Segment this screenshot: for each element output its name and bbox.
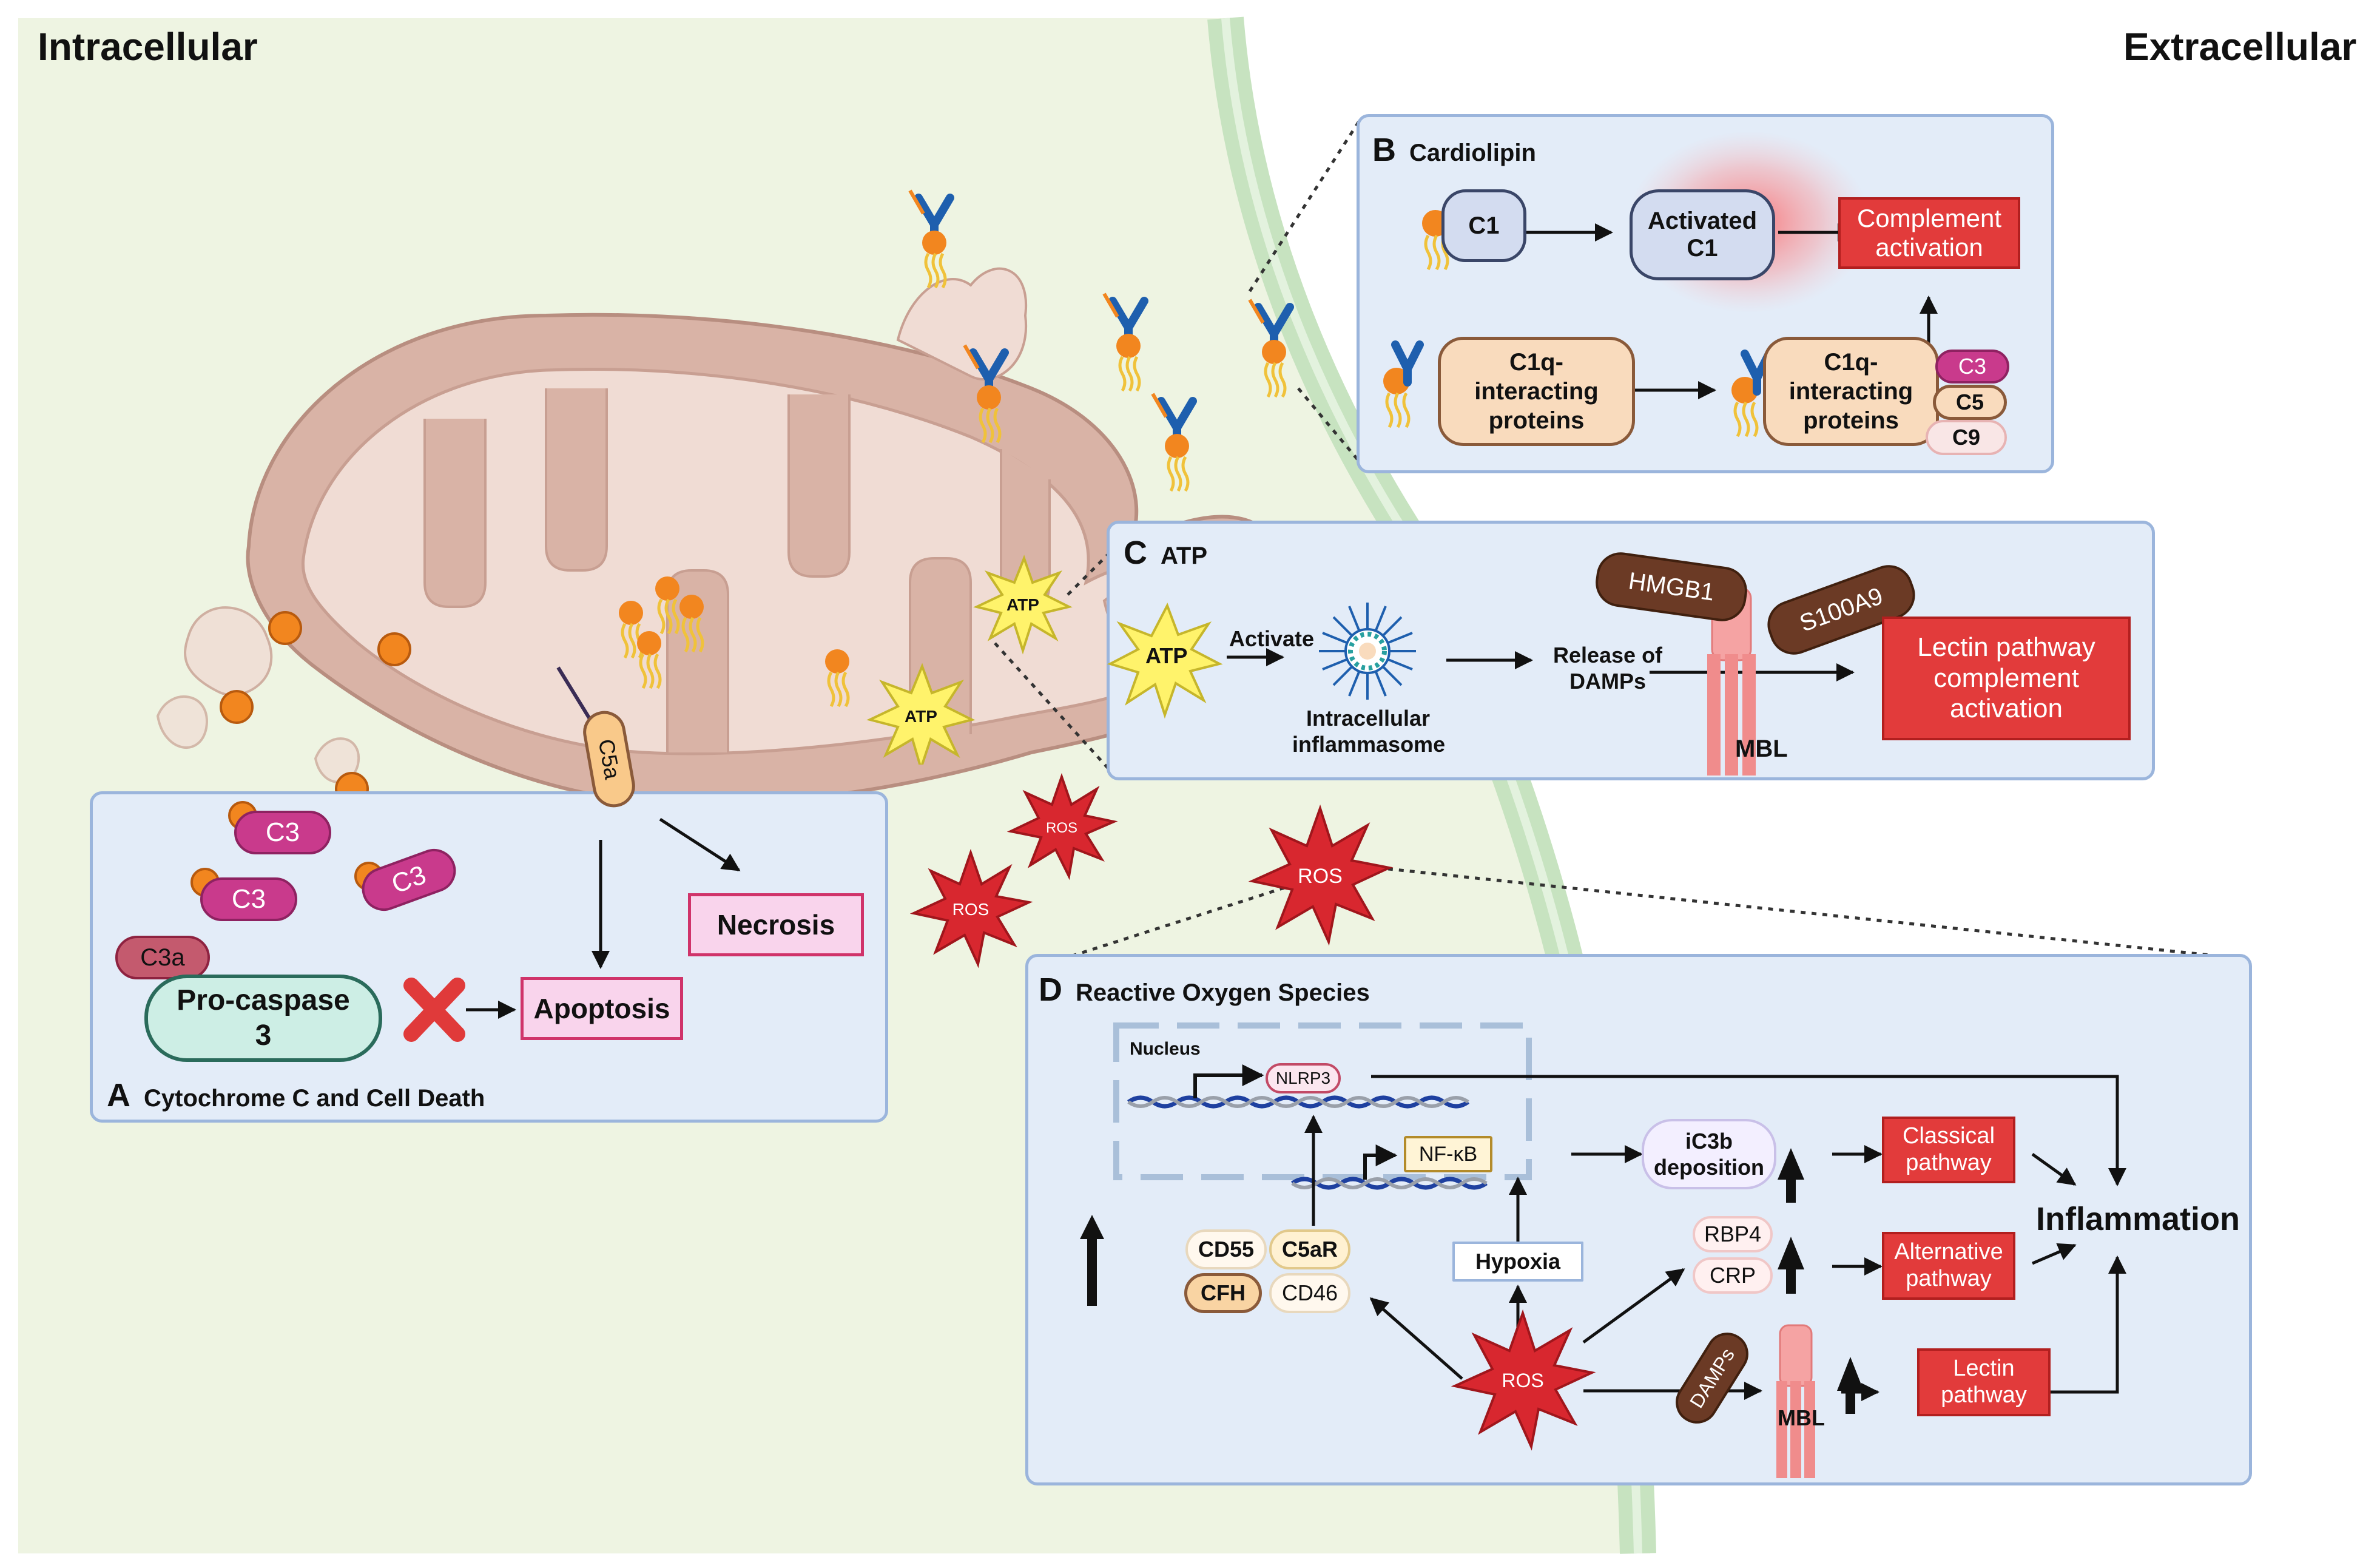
panel-b-title: B Cardiolipin bbox=[1372, 131, 1536, 169]
atp-star-2 bbox=[866, 663, 976, 765]
hypoxia-box: Hypoxia bbox=[1452, 1242, 1583, 1282]
c3-pill-a2: C3 bbox=[200, 877, 297, 921]
panel-c-letter: C bbox=[1124, 535, 1147, 571]
lectin-pathway-box: Lectin pathway bbox=[1917, 1348, 2051, 1416]
c5ar-pill: C5aR bbox=[1269, 1229, 1350, 1269]
necrosis-box: Necrosis bbox=[688, 893, 864, 956]
c1q-interacting-proteins-right: C1q- interacting proteins bbox=[1763, 337, 1939, 446]
nlrp3-pill: NLRP3 bbox=[1266, 1063, 1341, 1093]
ros-label-2: ROS bbox=[952, 900, 989, 919]
up-arrow-icons bbox=[1080, 1148, 1864, 1414]
extracellular-label: Extracellular bbox=[2123, 25, 2357, 69]
panel-a-title-text: Cytochrome C and Cell Death bbox=[144, 1085, 485, 1112]
ros-stars: ROS ROS ROS bbox=[910, 772, 1394, 968]
panel-d-graphics: ROS bbox=[1080, 1022, 2126, 1478]
panel-a-cytochrome-c bbox=[90, 791, 888, 1123]
ros-star-2 bbox=[910, 848, 1033, 968]
panel-c-title: C ATP bbox=[1124, 534, 1207, 572]
mbl-label-d: MBL bbox=[1778, 1405, 1825, 1430]
pro-caspase-3-box: Pro-caspase 3 bbox=[144, 975, 382, 1062]
nucleus-box bbox=[1113, 1022, 1532, 1180]
inflammasome-icon bbox=[1319, 603, 1416, 700]
x-mark-icon bbox=[403, 978, 465, 1042]
apoptosis-box: Apoptosis bbox=[521, 977, 683, 1040]
mitochondrion bbox=[156, 267, 1282, 806]
crp-pill: CRP bbox=[1693, 1257, 1773, 1294]
atp-label-c: ATP bbox=[1145, 643, 1188, 668]
c3a-pill: C3a bbox=[115, 936, 210, 979]
atp-stars-mito: ATP ATP bbox=[866, 555, 1073, 765]
cd55-pill: CD55 bbox=[1185, 1229, 1267, 1269]
c1q-interacting-proteins-left: C1q- interacting proteins bbox=[1438, 337, 1635, 446]
cfh-pill: CFH bbox=[1184, 1273, 1262, 1313]
dna-strand-1 bbox=[1127, 1095, 1470, 1109]
c5-pill-b: C5 bbox=[1933, 385, 2007, 420]
panel-d-letter: D bbox=[1039, 972, 1062, 1008]
panel-b-title-text: Cardiolipin bbox=[1409, 140, 1536, 166]
ros-label-d: ROS bbox=[1502, 1370, 1543, 1391]
c9-pill-b: C9 bbox=[1926, 420, 2007, 455]
panel-a-title: A Cytochrome C and Cell Death bbox=[107, 1076, 485, 1114]
inflammation-label: Inflammation bbox=[2036, 1201, 2240, 1237]
activate-label: Activate bbox=[1229, 626, 1315, 651]
alternative-pathway-box: Alternative pathway bbox=[1882, 1232, 2015, 1300]
panel-c-graphics bbox=[1107, 586, 1855, 776]
panel-b-letter: B bbox=[1372, 132, 1396, 168]
c3-pill-b: C3 bbox=[1935, 350, 2009, 384]
lectin-pathway-activation-box: Lectin pathway complement activation bbox=[1882, 617, 2131, 740]
ic3b-deposition-pill: iC3b deposition bbox=[1642, 1119, 1776, 1189]
nucleus-label: Nucleus bbox=[1130, 1039, 1201, 1059]
panel-a-letter: A bbox=[107, 1077, 130, 1113]
c1-node: C1 bbox=[1441, 189, 1526, 262]
ros-star-1 bbox=[1006, 772, 1118, 880]
classical-pathway-box: Classical pathway bbox=[1882, 1117, 2015, 1183]
nfkb-box: NF-κB bbox=[1404, 1136, 1492, 1172]
dna-strand-2 bbox=[1290, 1177, 1488, 1190]
ros-star-3 bbox=[1248, 804, 1394, 946]
cd46-pill: CD46 bbox=[1269, 1273, 1350, 1313]
panel-d-title: D Reactive Oxygen Species bbox=[1039, 971, 1370, 1009]
mbl-label-c: MBL bbox=[1735, 735, 1788, 762]
atp-label-1: ATP bbox=[1006, 595, 1039, 614]
activated-c1-node: Activated C1 bbox=[1630, 189, 1775, 280]
release-damps-label: Release of DAMPs bbox=[1552, 643, 1663, 694]
atp-label-2: ATP bbox=[905, 707, 937, 726]
complement-activation-box: Complement activation bbox=[1838, 197, 2020, 269]
intracellular-label: Intracellular bbox=[38, 25, 258, 69]
inflammasome-label: Intracellular inflammasome bbox=[1292, 706, 1446, 757]
panel-c-title-text: ATP bbox=[1161, 542, 1208, 569]
ros-label-1: ROS bbox=[1046, 820, 1077, 836]
atp-star-c bbox=[1107, 603, 1223, 719]
panel-d-title-text: Reactive Oxygen Species bbox=[1076, 979, 1370, 1006]
mbl-receptor-d bbox=[1776, 1324, 1815, 1478]
ros-label-3: ROS bbox=[1298, 865, 1343, 888]
c3-pill-a1: C3 bbox=[234, 811, 331, 854]
atp-star-1 bbox=[973, 555, 1073, 655]
rbp4-pill: RBP4 bbox=[1693, 1216, 1773, 1252]
ros-star-d bbox=[1451, 1309, 1596, 1451]
